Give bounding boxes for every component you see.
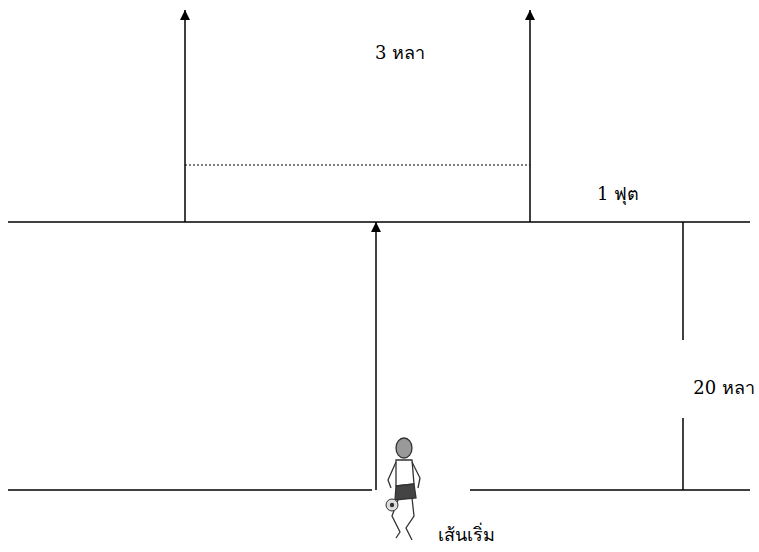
width-label: 3 หลา <box>375 42 425 64</box>
post-arrow <box>184 10 186 222</box>
dimension-line <box>682 222 684 340</box>
dotted-line <box>185 165 530 166</box>
goal-line <box>8 221 750 223</box>
start-line-label: เส้นเริ่ม <box>438 524 495 546</box>
player-figure <box>388 438 420 540</box>
start-line <box>8 489 372 491</box>
distance-label: 20 หลา <box>693 377 755 399</box>
kick-arrow <box>375 222 377 490</box>
post-arrow <box>529 10 531 222</box>
start-line <box>470 489 750 491</box>
soccer-ball <box>386 499 398 511</box>
height-label: 1 ฟุต <box>597 183 639 205</box>
dimension-line <box>682 418 684 490</box>
